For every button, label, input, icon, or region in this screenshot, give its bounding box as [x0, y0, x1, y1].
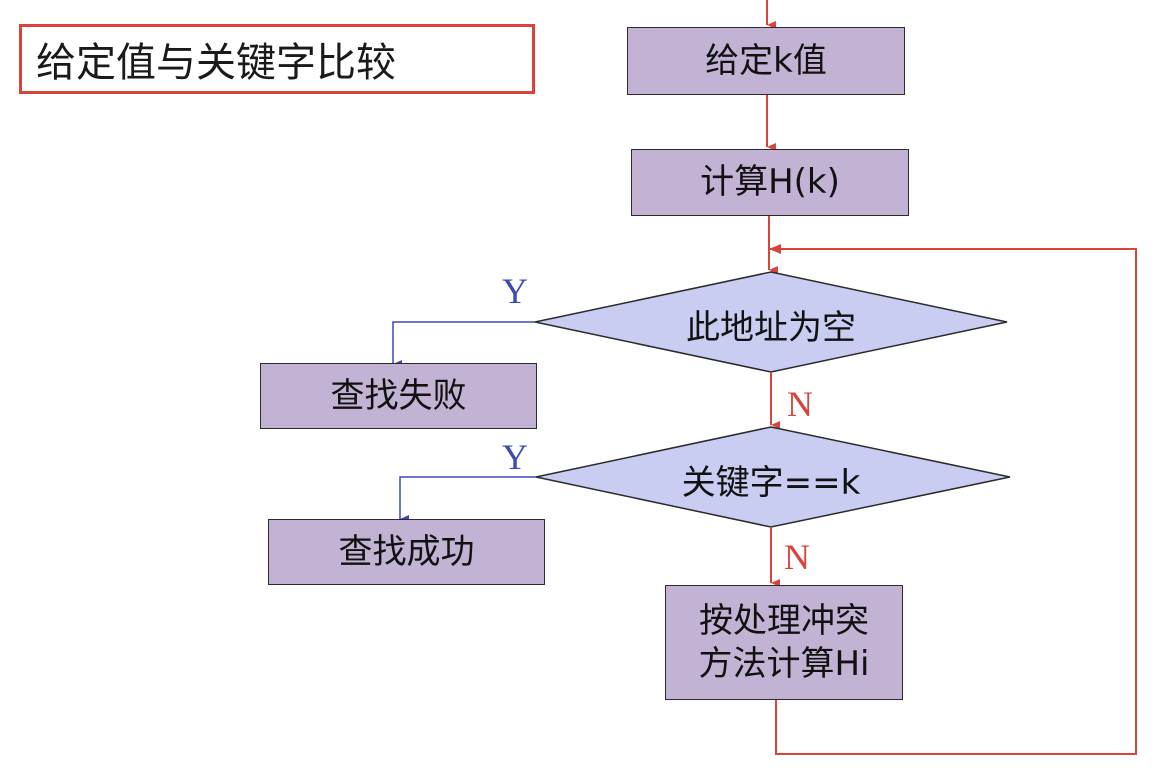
branch-label-no-1: N [787, 384, 813, 424]
branch-label-yes-2: Y [502, 437, 528, 477]
decision-key-equals-label: 关键字==k [681, 463, 861, 503]
decision-address-empty-label: 此地址为空 [686, 308, 856, 348]
arrow-empty-yes [392, 321, 535, 368]
branch-label-yes-1: Y [502, 271, 528, 311]
box-compute-hash: 计算H(k) [631, 149, 909, 216]
box-search-fail: 查找失败 [260, 363, 537, 429]
box-search-success: 查找成功 [268, 519, 545, 585]
box-given-k: 给定k值 [627, 27, 905, 95]
slide-title: 给定值与关键字比较 [19, 24, 535, 94]
branch-label-no-2: N [784, 537, 810, 577]
box-resolve-collision: 按处理冲突 方法计算Hi [665, 585, 903, 700]
arrow-loop-back [769, 248, 1137, 755]
arrow-key-yes [399, 476, 536, 523]
loop-arrowhead [769, 244, 781, 254]
